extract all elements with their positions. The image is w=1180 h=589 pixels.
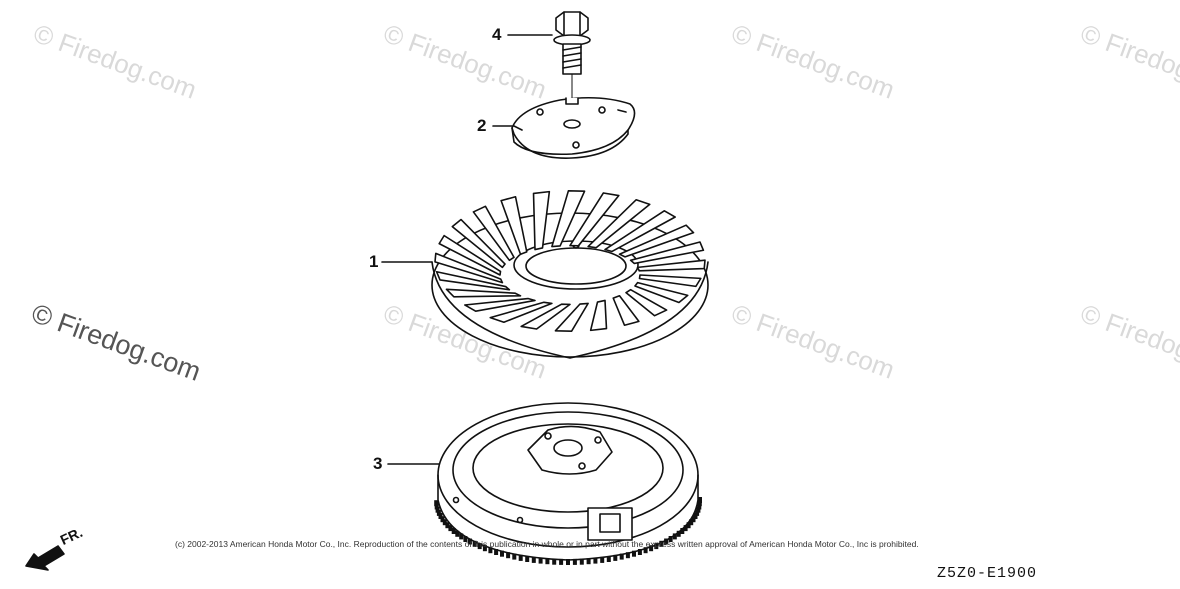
gear-tooth xyxy=(625,552,630,559)
gear-tooth xyxy=(445,522,450,529)
gear-tooth xyxy=(463,536,468,542)
gear-tooth xyxy=(649,545,654,552)
flywheel-icon xyxy=(434,402,702,565)
gear-tooth xyxy=(680,528,685,534)
callout-3: 3 xyxy=(373,454,383,473)
gear-tooth xyxy=(477,543,482,550)
gear-tooth xyxy=(506,552,511,559)
gear-tooth xyxy=(538,557,543,564)
gear-tooth xyxy=(668,536,673,542)
fan-fin xyxy=(435,270,511,291)
gear-tooth xyxy=(619,553,624,560)
gear-tooth xyxy=(488,547,493,554)
gear-tooth xyxy=(613,554,618,561)
fan-fin xyxy=(463,297,536,313)
gear-tooth xyxy=(559,558,564,565)
gear-tooth xyxy=(600,556,605,563)
fan-fin xyxy=(551,190,586,248)
gear-tooth xyxy=(697,503,702,510)
gear-tooth xyxy=(695,509,700,516)
gear-tooth xyxy=(696,506,701,513)
gear-tooth xyxy=(472,540,477,547)
gear-tooth xyxy=(637,549,642,555)
gear-tooth xyxy=(482,545,487,552)
gear-tooth xyxy=(455,530,460,537)
gear-tooth xyxy=(566,559,570,565)
fan-fin xyxy=(434,252,504,284)
gear-tooth xyxy=(676,530,681,537)
gear-tooth xyxy=(552,558,557,565)
gear-tooth xyxy=(698,497,702,503)
gear-tooth xyxy=(686,522,691,529)
gear-tooth xyxy=(586,558,591,565)
fan-fin xyxy=(472,205,515,262)
gear-tooth xyxy=(697,500,702,507)
gear-tooth xyxy=(500,550,504,557)
gear-tooth xyxy=(434,503,439,510)
callout-4: 4 xyxy=(492,25,502,44)
gear-tooth xyxy=(545,558,550,565)
gear-tooth xyxy=(440,516,445,523)
gear-tooth xyxy=(512,553,517,560)
gear-tooth xyxy=(434,500,439,507)
gear-tooth xyxy=(494,549,499,555)
gear-tooth xyxy=(672,533,677,540)
fan-fin xyxy=(451,218,506,269)
diagram-code: Z5Z0-E1900 xyxy=(937,565,1038,582)
front-direction-arrow-icon xyxy=(25,545,65,571)
fan-fin xyxy=(618,224,695,258)
cooling-fan-icon xyxy=(431,190,709,359)
fan-fin xyxy=(520,303,571,330)
gear-tooth xyxy=(442,519,447,526)
fan-fin xyxy=(629,241,705,265)
gear-tooth xyxy=(632,550,636,557)
fan-fin xyxy=(604,209,677,253)
fan-fin xyxy=(634,281,689,304)
gear-tooth xyxy=(691,516,696,523)
gear-tooth xyxy=(664,538,669,545)
gear-tooth xyxy=(659,540,664,547)
fan-fin xyxy=(532,190,551,251)
gear-tooth xyxy=(572,558,577,565)
fan-fin xyxy=(612,294,640,327)
fan-fin xyxy=(569,192,620,247)
gear-tooth xyxy=(459,533,464,540)
gear-tooth xyxy=(467,538,472,545)
gear-tooth xyxy=(438,513,443,519)
gear-tooth xyxy=(579,558,584,565)
fan-fin xyxy=(636,259,706,272)
callout-1: 1 xyxy=(369,252,379,271)
gear-tooth xyxy=(448,525,453,532)
fan-fin xyxy=(589,299,608,332)
fan-fin xyxy=(638,274,702,288)
gear-tooth xyxy=(531,556,536,563)
fan-fin xyxy=(500,195,528,256)
gear-tooth xyxy=(643,547,648,554)
gear-tooth xyxy=(436,509,441,516)
fan-fin xyxy=(445,288,522,298)
fan-fin xyxy=(587,198,651,249)
fan-fin xyxy=(438,234,502,276)
fan-fin xyxy=(554,302,589,332)
gear-tooth xyxy=(606,556,611,562)
fan-fin xyxy=(489,301,553,324)
fan-fin xyxy=(625,288,668,317)
gear-tooth xyxy=(593,557,598,564)
gear-tooth xyxy=(451,528,456,534)
gear-tooth xyxy=(518,554,523,561)
gear-tooth xyxy=(435,506,440,513)
plate-icon xyxy=(511,96,636,159)
gear-tooth xyxy=(683,525,688,532)
gear-tooth xyxy=(654,543,659,550)
copyright-notice: (c) 2002-2013 American Honda Motor Co., … xyxy=(175,539,919,549)
bolt-icon xyxy=(553,11,591,123)
gear-tooth xyxy=(693,513,698,519)
gear-tooth xyxy=(689,519,694,526)
callout-2: 2 xyxy=(477,116,487,135)
gear-tooth xyxy=(525,556,530,562)
